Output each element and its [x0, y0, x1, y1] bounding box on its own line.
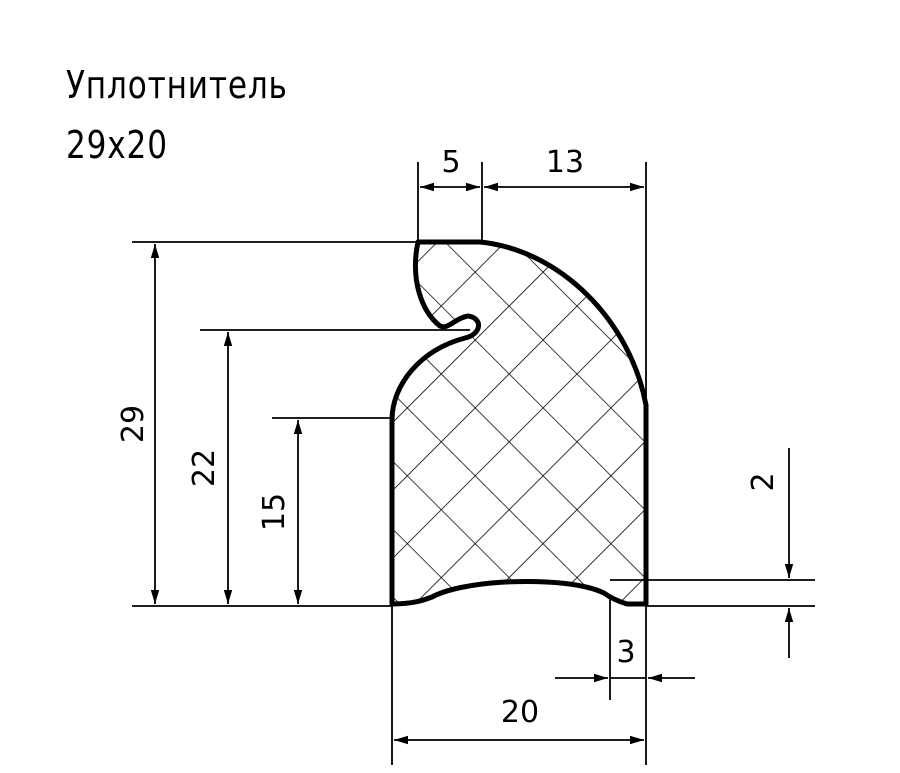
seal-cross-section	[389, 239, 649, 607]
profile-size: 29x20	[66, 123, 168, 167]
dimension-lines	[150, 182, 794, 745]
extension-lines	[132, 162, 815, 765]
dim-top-right: 13	[546, 145, 584, 180]
dim-groove-depth: 2	[746, 472, 781, 491]
dim-top-left: 5	[441, 145, 460, 180]
dim-lip-width: 3	[616, 635, 635, 670]
dim-base-width: 20	[501, 695, 539, 730]
dim-height-side: 15	[257, 493, 292, 531]
profile-title: Уплотнитель	[66, 63, 288, 107]
dim-height-notch: 22	[187, 449, 222, 487]
dim-height-total: 29	[116, 405, 151, 443]
